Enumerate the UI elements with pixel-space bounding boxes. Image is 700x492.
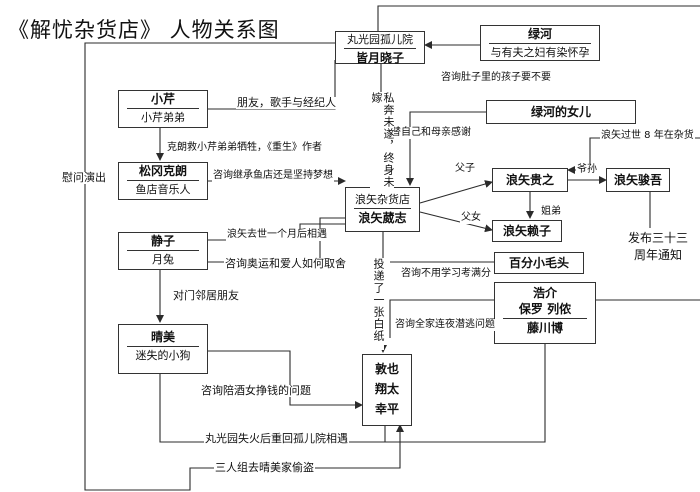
node-anniversary-line1: 发布三十三 [627, 231, 688, 245]
node-takayuki: 浪矢贵之 [492, 168, 568, 192]
label-ask-family: 咨询全家连夜潜逃问题 [394, 319, 496, 331]
node-orphanage-title: 丸光园孤儿院 [347, 33, 413, 46]
divider [354, 208, 411, 209]
label-ask-child: 咨询肚子里的孩子要不要 [440, 72, 552, 84]
node-lu-he-sub: 与有夫之妇有染怀孕 [490, 46, 590, 59]
divider [127, 250, 199, 251]
node-shungo: 浪矢骏吾 [606, 168, 670, 192]
label-rob: 三人组去晴美家偷盗 [214, 461, 315, 474]
divider [127, 346, 199, 347]
node-harumi-sub: 迷失的小狗 [135, 349, 191, 362]
node-junko-title: 浪矢赖子 [502, 224, 551, 238]
label-comfort: 慰问演出 [61, 171, 107, 184]
node-anniversary: 发布三十三 周年通知 [622, 228, 694, 268]
divider [344, 48, 416, 49]
node-matsuoka-sub: 鱼店音乐人 [135, 183, 191, 196]
node-xiaoqin-sub: 小芹弟弟 [141, 111, 185, 124]
node-koji-line2: 保罗 列侬 [518, 302, 572, 316]
label-ask-bar: 咨询陪酒女挣钱的问题 [200, 384, 312, 397]
label-father-daughter: 父女 [460, 212, 482, 224]
node-shop-sub: 浪矢葳志 [358, 211, 407, 225]
node-lu-he-daughter: 绿河的女儿 [486, 100, 636, 124]
node-koji-line3: 藤川博 [526, 321, 563, 335]
node-xiaoqin: 小芹 小芹弟弟 [118, 90, 208, 128]
label-neighbors: 对门邻居朋友 [172, 289, 240, 302]
divider [127, 108, 199, 109]
divider [489, 43, 591, 44]
node-hundred: 百分小毛头 [494, 252, 584, 274]
node-trio-line3: 幸平 [374, 402, 399, 416]
divider [503, 318, 587, 319]
label-ask-fish: 咨询继承鱼店还是坚持梦想 [212, 170, 334, 182]
node-junko: 浪矢赖子 [492, 220, 562, 242]
label-thank: 替自己和母亲感谢 [390, 127, 472, 139]
node-lu-he-title: 绿河 [527, 27, 552, 41]
label-elope: 私奔未遂，终身未嫁 [370, 92, 395, 190]
node-hundred-title: 百分小毛头 [508, 256, 569, 270]
divider [127, 180, 199, 181]
label-ask-olympic: 咨询奥运和爱人如何取舍 [224, 257, 347, 270]
node-orphanage-sub: 皆月晓子 [355, 51, 404, 65]
node-shop-title: 浪矢杂货店 [355, 193, 410, 206]
label-blank-letter: 投递了一张白纸 [372, 258, 385, 350]
label-death-8y: 浪矢过世 8 年在杂货 [600, 130, 695, 142]
node-harumi-title: 晴美 [150, 330, 175, 344]
page-title: 《解忧杂货店》 人物关系图 [8, 18, 280, 42]
node-xiaoqin-title: 小芹 [150, 92, 175, 106]
label-creator: 克朗救小芹弟弟牺牲，《重生》作者 [166, 142, 323, 154]
label-friend-singer: 朋友，歌手与经纪人 [236, 96, 337, 109]
node-matsuoka-title: 松冈克朗 [138, 164, 187, 178]
label-siblings: 姐弟 [540, 206, 562, 218]
label-ask-study: 咨询不用学习考满分 [400, 268, 492, 280]
node-shizuko: 静子 月兔 [118, 232, 208, 270]
node-shizuko-sub: 月兔 [152, 253, 174, 266]
node-lu-he-daughter-title: 绿河的女儿 [530, 105, 591, 119]
node-shop: 浪矢杂货店 浪矢葳志 [345, 187, 420, 232]
label-shop-death: 浪矢去世一个月后相遇 [226, 229, 328, 241]
node-trio: 敦也 翔太 幸平 [362, 354, 412, 426]
node-matsuoka: 松冈克朗 鱼店音乐人 [118, 162, 208, 200]
node-orphanage: 丸光园孤儿院 皆月晓子 [335, 31, 425, 65]
node-koji: 浩介 保罗 列侬 藤川博 [494, 282, 596, 344]
node-shizuko-title: 静子 [150, 234, 175, 248]
node-trio-line1: 敦也 [374, 362, 399, 376]
label-father-son: 父子 [454, 163, 476, 175]
node-lu-he: 绿河 与有夫之妇有染怀孕 [480, 25, 600, 61]
label-fire: 丸光园失火后重回孤儿院相遇 [204, 432, 349, 445]
node-harumi: 晴美 迷失的小狗 [118, 324, 208, 374]
node-takayuki-title: 浪矢贵之 [505, 173, 554, 187]
node-koji-line1: 浩介 [532, 286, 557, 300]
node-anniversary-line2: 周年通知 [633, 248, 682, 262]
node-shungo-title: 浪矢骏吾 [613, 173, 662, 187]
return-mark: ↵ [268, 28, 276, 38]
label-grandson: 爷孙 [576, 164, 598, 176]
node-trio-line2: 翔太 [374, 382, 399, 396]
